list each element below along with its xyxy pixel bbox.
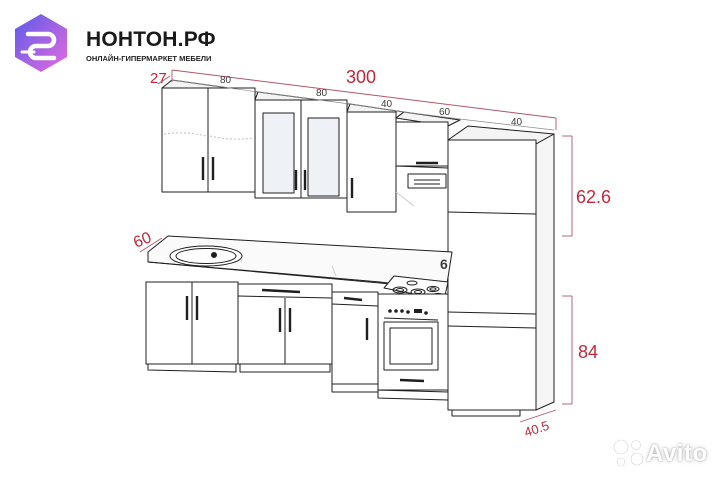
nonton-logo-icon xyxy=(15,14,67,72)
dim-partial-mark: 6 xyxy=(440,256,448,272)
dim-upper-5: 40 xyxy=(511,117,523,128)
upper-cabinet-1 xyxy=(161,79,259,193)
avito-watermark: Avito xyxy=(612,436,712,470)
dim-tall-depth: 40.5 xyxy=(522,418,551,440)
dim-upper-height: 62.6 xyxy=(576,187,611,207)
avito-logo-icon xyxy=(613,439,644,467)
brand-header: НОНТОН.РФ ОНЛАЙН-ГИПЕРМАРКЕТ МЕБЕЛИ xyxy=(10,12,250,74)
dim-upper-4: 60 xyxy=(439,107,451,118)
brand-tagline: ОНЛАЙН-ГИПЕРМАРКЕТ МЕБЕЛИ xyxy=(86,54,212,63)
lower-cabinet-2 xyxy=(237,283,333,373)
brand-name: НОНТОН.РФ xyxy=(86,28,216,51)
upper-cabinet-3 xyxy=(346,103,405,213)
dim-countertop-depth: 60 xyxy=(131,229,154,251)
dim-upper-1: 80 xyxy=(220,75,232,86)
avito-watermark-text: Avito xyxy=(646,440,708,467)
oven-cabinet xyxy=(377,293,449,401)
sub-dimension-lines xyxy=(171,79,555,131)
dim-upper-depth: 27 xyxy=(150,70,167,87)
lower-cabinet-3 xyxy=(331,291,379,393)
tall-column xyxy=(447,125,555,417)
dimension-lines xyxy=(139,69,573,423)
oven-knobs xyxy=(388,309,428,315)
lower-cabinet-1 xyxy=(145,281,239,373)
sink xyxy=(169,245,243,267)
upper-cabinet-2-glass xyxy=(254,91,351,199)
dim-lower-height: 84 xyxy=(578,342,598,362)
dim-total-width: 300 xyxy=(346,67,376,87)
dim-upper-2: 80 xyxy=(316,88,328,99)
dim-upper-3: 40 xyxy=(381,99,393,110)
